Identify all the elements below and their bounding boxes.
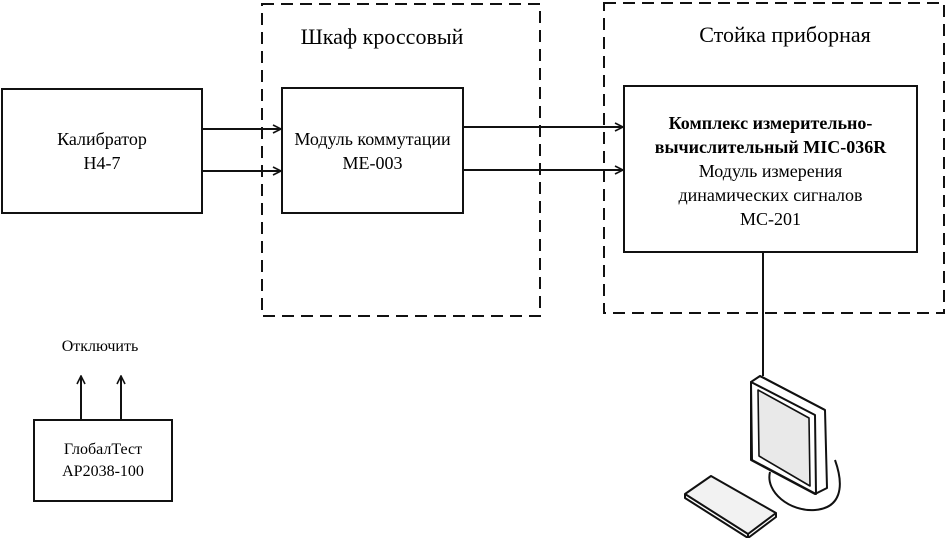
measurement-complex-block: Комплекс измерительно- вычислительный MI…: [623, 85, 918, 253]
calibrator-model: Н4-7: [83, 153, 121, 173]
cross-cabinet-title: Шкаф кроссовый: [300, 24, 464, 49]
complex-module-line1: Модуль измерения: [698, 161, 843, 181]
computer-monitor-keyboard-icon: [684, 375, 841, 538]
switch-module-block: Модуль коммутации МЕ-003: [281, 87, 464, 214]
switch-module-name: Модуль коммутации: [294, 128, 451, 149]
complex-title-line2: вычислительный MIC-036R: [654, 137, 887, 157]
globaltest-name: ГлобалТест: [63, 440, 143, 458]
instrument-rack-title: Стойка приборная: [699, 22, 871, 47]
complex-title-line1: Комплекс измерительно-: [668, 113, 873, 133]
calibrator-name: Калибратор: [57, 129, 147, 149]
globaltest-model: АР2038-100: [62, 462, 144, 480]
disconnect-label: Отключить: [61, 338, 139, 355]
complex-module-model: МС-201: [739, 209, 801, 229]
calibrator-block: Калибратор Н4-7: [1, 88, 203, 214]
instrument-rack-frame: [603, 2, 945, 314]
switch-module-model: МЕ-003: [342, 152, 403, 173]
cross-cabinet-frame: [261, 3, 541, 317]
complex-module-line2: динамических сигналов: [678, 185, 863, 205]
globaltest-block: ГлобалТест АР2038-100: [33, 419, 173, 502]
